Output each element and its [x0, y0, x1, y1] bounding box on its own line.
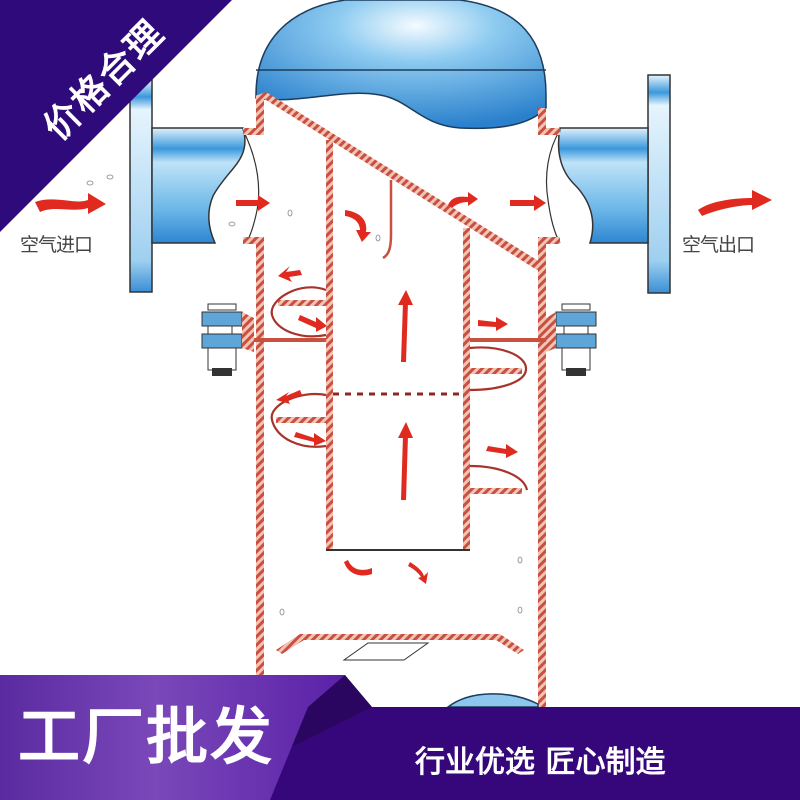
outlet-label: 空气出口	[682, 234, 755, 256]
inlet-flange	[129, 79, 246, 293]
outlet-flange	[557, 74, 671, 294]
bottom-baffle	[276, 634, 524, 661]
bottom-banner-main-text: 工厂批发	[18, 700, 275, 773]
bottom-banner-sub-text: 行业优选 匠心制造	[415, 745, 666, 780]
vessel-shell	[243, 92, 560, 710]
inlet-label: 空气进口	[20, 234, 93, 256]
top-dome	[255, 0, 547, 130]
bottom-banner-tab	[0, 675, 372, 800]
helical-vanes	[270, 286, 529, 494]
left-bolt-assembly	[201, 303, 254, 376]
right-bolt-assembly	[546, 303, 597, 376]
